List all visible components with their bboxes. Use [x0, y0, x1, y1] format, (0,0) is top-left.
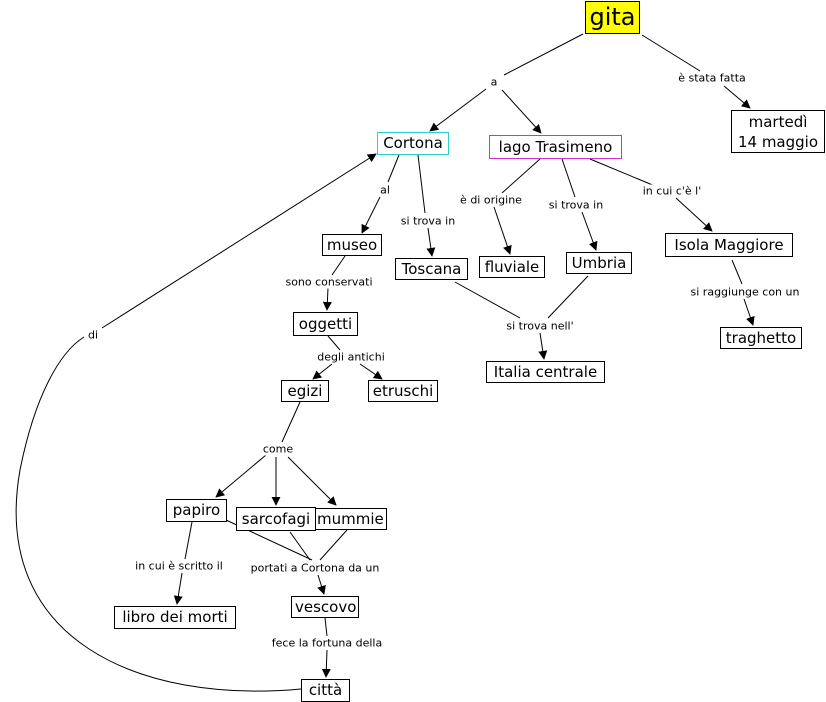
- link-di: di: [87, 328, 99, 342]
- concept-toscana[interactable]: Toscana: [395, 258, 468, 280]
- concept-italia-centrale[interactable]: Italia centrale: [486, 361, 605, 383]
- link-e-di-origine: è di origine: [460, 193, 522, 207]
- edge-conservati-oggetti: [322, 287, 332, 311]
- edge-vescovo-fortuna: [324, 617, 328, 637]
- concept-vescovo[interactable]: vescovo: [291, 596, 359, 618]
- concept-oggetti[interactable]: oggetti: [293, 312, 358, 336]
- edge-portati-vescovo: [317, 574, 326, 595]
- link-in-cui-e-scritto: in cui è scritto il: [135, 559, 223, 573]
- edge-di-cortona: [101, 153, 377, 329]
- link-a: a: [490, 75, 498, 89]
- link-e-stata-fatta: è stata fatta: [678, 71, 746, 85]
- edge-sitrova2-umbria: [581, 211, 598, 251]
- edge-egizi-come: [281, 401, 301, 443]
- edge-gita-a: [503, 33, 584, 76]
- edge-come-papiro: [215, 454, 267, 498]
- concept-citta[interactable]: città: [301, 679, 350, 702]
- edge-origine-fluviale: [493, 206, 512, 255]
- concept-egizi[interactable]: egizi: [281, 380, 329, 402]
- concept-martedi[interactable]: martedì 14 maggio: [731, 110, 825, 153]
- link-si-trova-in-umbria: si trova in: [548, 198, 604, 212]
- edge-incuice-isola: [675, 197, 713, 232]
- link-come: come: [262, 442, 294, 456]
- edge-citta-di: [15, 336, 302, 692]
- concept-gita[interactable]: gita: [585, 1, 640, 34]
- concept-isola-maggiore[interactable]: Isola Maggiore: [665, 233, 793, 257]
- link-al: al: [380, 183, 390, 197]
- concept-lago-trasimeno[interactable]: lago Trasimeno: [489, 135, 622, 159]
- edge-scritto-libro: [173, 572, 183, 605]
- edge-a-cortona: [429, 88, 487, 132]
- edge-gita-statafatta: [641, 34, 701, 72]
- link-si-trova-in-toscana: si trova in: [400, 214, 456, 228]
- concept-etruschi[interactable]: etruschi: [368, 380, 438, 402]
- edge-cortona-al: [387, 154, 400, 183]
- concept-mummie[interactable]: mummie: [313, 508, 387, 530]
- edge-cortona-sitrova: [417, 154, 426, 214]
- edge-antichi-egizi: [312, 363, 333, 380]
- link-sono-conservati: sono conservati: [285, 275, 373, 289]
- edge-lago-origine: [501, 158, 541, 194]
- edge-al-museo: [361, 196, 381, 234]
- edge-lago-sitrova2: [561, 158, 576, 198]
- concept-fluviale[interactable]: fluviale: [479, 256, 545, 278]
- edge-sarcofagi-portati: [289, 531, 311, 561]
- link-si-raggiunge: si raggiunge con un: [690, 285, 800, 299]
- link-si-trova-nell: si trova nell': [506, 319, 574, 333]
- edge-isola-raggiunge: [731, 259, 743, 285]
- edge-toscana-nell: [454, 281, 521, 319]
- edge-antichi-etruschi: [359, 363, 383, 380]
- concept-umbria[interactable]: Umbria: [566, 252, 632, 274]
- edge-raggiunge-traghetto: [743, 298, 755, 326]
- concept-cortona[interactable]: Cortona: [377, 132, 449, 155]
- concept-traghetto[interactable]: traghetto: [720, 327, 802, 349]
- edge-sitrova-toscana: [426, 227, 436, 257]
- concept-sarcofagi[interactable]: sarcofagi: [236, 507, 316, 531]
- edge-fortuna-citta: [321, 649, 331, 678]
- edge-come-mummie: [287, 456, 337, 506]
- concept-papiro[interactable]: papiro: [166, 499, 227, 522]
- edge-papiro-scritto: [184, 521, 193, 560]
- link-fece-la-fortuna: fece la fortuna della: [271, 636, 383, 650]
- edge-lago-incuice: [589, 158, 656, 187]
- concept-libro-dei-morti[interactable]: libro dei morti: [114, 606, 236, 629]
- edge-umbria-nell: [547, 275, 589, 319]
- edge-mummie-portati: [319, 529, 348, 561]
- link-in-cui-ce: in cui c'è l': [642, 184, 702, 198]
- link-degli-antichi: degli antichi: [317, 350, 385, 364]
- concept-museo[interactable]: museo: [322, 234, 382, 256]
- edge-statafatta-martedi: [723, 85, 751, 109]
- edge-nell-italia: [538, 332, 548, 360]
- edge-a-lago: [501, 89, 542, 134]
- link-portati-a-cortona: portati a Cortona da un: [250, 561, 380, 575]
- edge-oggetti-antichi: [327, 335, 341, 351]
- edge-museo-conservati: [331, 255, 346, 276]
